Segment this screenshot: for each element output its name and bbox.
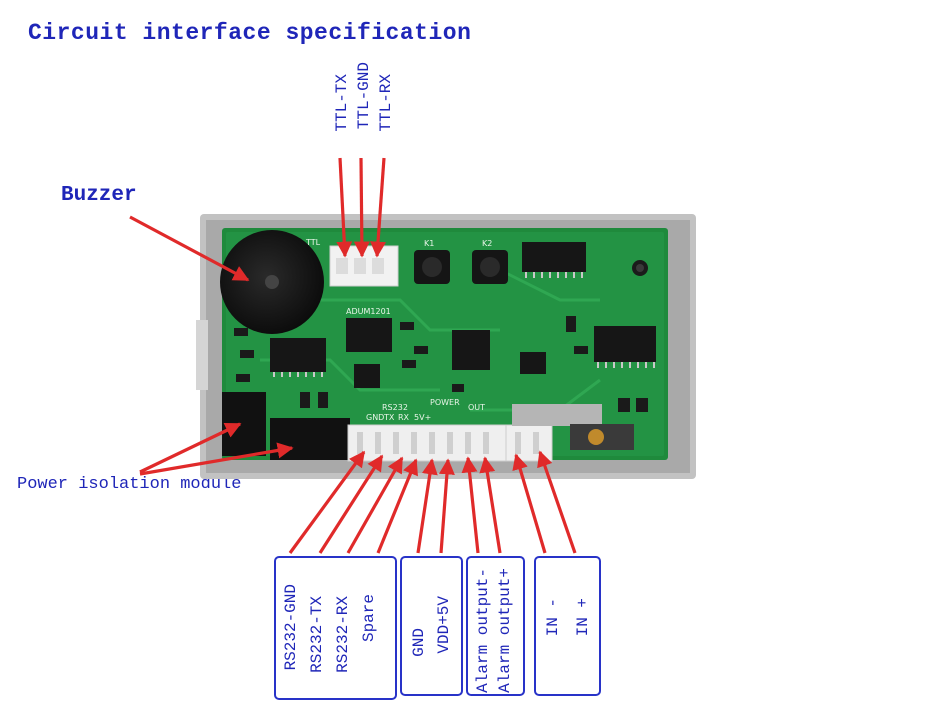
silk-rx: RX bbox=[398, 413, 410, 422]
pin-arrows bbox=[288, 450, 577, 554]
inductor-k2 bbox=[472, 250, 508, 284]
isolation-arrows bbox=[139, 422, 294, 476]
silk-power: POWER bbox=[430, 398, 460, 407]
passive-components bbox=[234, 316, 648, 412]
silk-tx: TX bbox=[383, 413, 395, 422]
in-plus-label: IN + bbox=[574, 598, 592, 637]
page-title: Circuit interface specification bbox=[28, 20, 472, 46]
silkscreen: TTL K1 K2 ADUM1201 RS232 POWER OUT GND T… bbox=[305, 238, 492, 422]
power-isolation-label: Power isolation module bbox=[17, 475, 242, 494]
rs232-rx-label: RS232-RX bbox=[334, 596, 352, 673]
trimmer bbox=[512, 404, 634, 450]
alarm-minus-label: Alarm output- bbox=[474, 568, 492, 693]
alarm-plus-label: Alarm output+ bbox=[496, 568, 514, 693]
ic-chips bbox=[270, 242, 656, 388]
rs232-tx-label: RS232-TX bbox=[308, 596, 326, 673]
silk-5v: 5V+ bbox=[414, 413, 431, 422]
silk-rs232: RS232 bbox=[382, 403, 408, 412]
spare-label: Spare bbox=[360, 594, 378, 643]
vdd-label: VDD+5V bbox=[435, 596, 453, 654]
input-group-box: IN - IN + bbox=[534, 556, 601, 696]
buzzer-label: Buzzer bbox=[61, 184, 137, 207]
buzzer-arrow bbox=[129, 215, 250, 282]
silk-gnd: GND bbox=[366, 413, 384, 422]
silk-k1: K1 bbox=[424, 239, 434, 248]
gnd-label: GND bbox=[410, 628, 428, 657]
rs232-group-box: RS232-GND RS232-TX RS232-RX Spare bbox=[274, 556, 397, 700]
inductor-k1 bbox=[414, 250, 450, 284]
power-group-box: GND VDD+5V bbox=[400, 556, 463, 696]
rs232-gnd-label: RS232-GND bbox=[282, 584, 300, 671]
bottom-connector-main bbox=[347, 424, 507, 462]
ttl-header bbox=[329, 245, 399, 287]
bottom-connector-input bbox=[505, 424, 553, 462]
alarm-group-box: Alarm output- Alarm output+ bbox=[466, 556, 525, 696]
silk-chip: ADUM1201 bbox=[346, 307, 391, 316]
buzzer-component bbox=[220, 230, 324, 334]
silk-out: OUT bbox=[468, 403, 485, 412]
ttl-arrows bbox=[336, 157, 387, 258]
silk-ttl: TTL bbox=[305, 238, 321, 247]
silk-k2: K2 bbox=[482, 239, 492, 248]
in-minus-label: IN - bbox=[544, 598, 562, 637]
